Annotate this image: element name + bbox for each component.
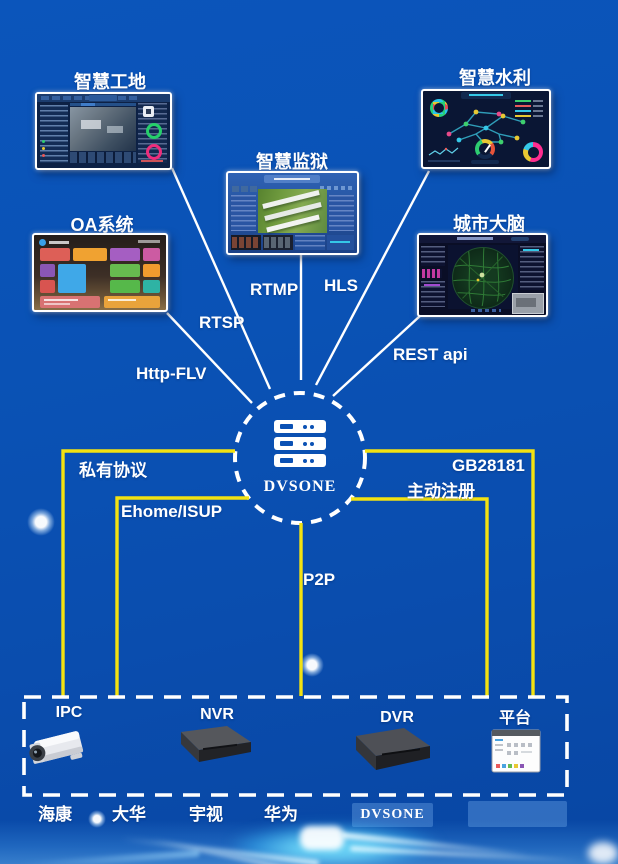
dvr-device-icon: [356, 728, 430, 770]
platform-window-icon: [491, 729, 541, 773]
footer-brand-dvsone: DVSONE: [352, 803, 433, 827]
device-label-dvr: DVR: [380, 709, 414, 726]
hub-brand-label: DVSONE: [263, 478, 337, 495]
protocol-private: 私有协议: [79, 461, 147, 480]
bokeh-dot: [27, 508, 55, 536]
bokeh-dot: [88, 810, 106, 828]
protocol-p2p: P2P: [303, 570, 336, 589]
server-stack-icon: [274, 420, 326, 471]
screenshot-city-brain: [417, 233, 548, 317]
label-smart-prison: 智慧监狱: [256, 152, 328, 172]
mini-line-chart: [428, 147, 460, 162]
pink-donut: [146, 144, 162, 160]
protocol-gb28181: GB28181: [452, 456, 525, 475]
label-oa-system: OA系统: [70, 215, 134, 235]
device-label-platform: 平台: [498, 710, 531, 727]
screenshot-smart-site: [35, 92, 172, 170]
brand-uniview: 宇视: [189, 805, 223, 824]
label-city-brain: 城市大脑: [453, 214, 525, 234]
brand-hikvision: 海康: [38, 805, 72, 824]
brand-huawei: 华为: [264, 805, 298, 824]
protocol-http-flv: Http-FLV: [136, 364, 207, 383]
protocol-hls: HLS: [324, 276, 358, 295]
device-label-ipc: IPC: [55, 704, 83, 721]
ipc-camera-icon: [29, 731, 84, 764]
brand-dahua: 大华: [112, 805, 146, 824]
protocol-rtmp: RTMP: [250, 280, 299, 299]
protocol-rtsp: RTSP: [199, 313, 245, 332]
city-roads: [453, 248, 511, 306]
protocol-rest-api: REST api: [393, 345, 468, 364]
screenshot-smart-water: [421, 89, 551, 169]
label-smart-water: 智慧水利: [459, 68, 531, 88]
green-donut: [146, 123, 162, 139]
label-smart-site: 智慧工地: [74, 72, 146, 92]
protocol-ehome-isup: Ehome/ISUP: [121, 502, 223, 521]
footer-empty-box: [468, 801, 567, 827]
nvr-device-icon: [181, 726, 251, 762]
bokeh-dot: [300, 653, 324, 677]
right-light-blob: [588, 842, 618, 864]
screenshot-smart-prison: [226, 171, 359, 255]
bridge-tower-glow: [300, 826, 344, 850]
device-label-nvr: NVR: [200, 706, 234, 723]
screenshot-oa-system: [32, 233, 168, 312]
protocol-register: 主动注册: [407, 482, 475, 501]
